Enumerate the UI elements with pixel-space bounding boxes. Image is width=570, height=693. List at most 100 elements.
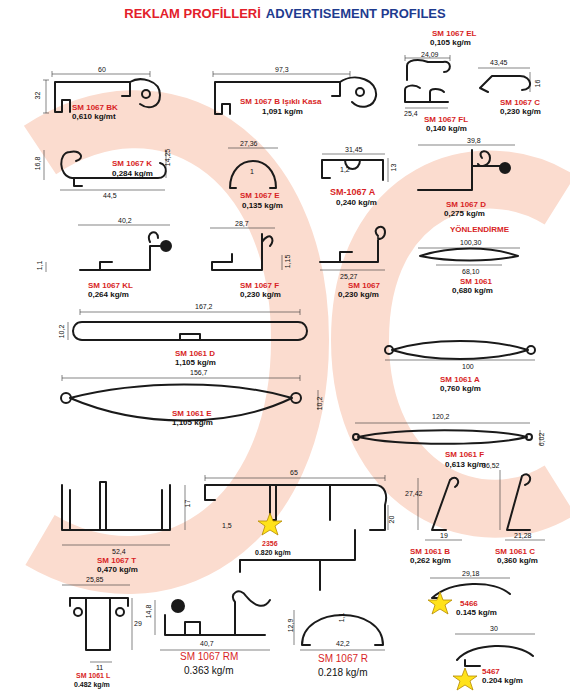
profile-sections [527, 346, 535, 354]
weight-value: 0,360 kg/m [497, 557, 538, 565]
dimension-lines [155, 600, 385, 650]
dimension-value: 25,4 [404, 110, 418, 117]
profile-sections [161, 241, 171, 251]
weight-value: 0.218 kg/m [318, 668, 367, 678]
profile-sections [80, 232, 160, 270]
weight-value: 0.145 kg/m [456, 609, 497, 617]
profile-code: SM 1067 FL [424, 116, 468, 124]
profile-sections [165, 591, 270, 635]
profile-code: 2356 [262, 540, 278, 547]
dimension-lines [62, 485, 185, 545]
profile-sections [70, 385, 292, 421]
weight-value: 0,240 kg/m [336, 199, 377, 207]
weight-value: 0,610 kg/mt [72, 113, 116, 121]
dimension-value: 10,2 [317, 397, 324, 411]
dimension-value: 25,85 [86, 576, 104, 583]
weight-value: 0.363 kg/m [184, 666, 233, 676]
profile-code: SM 1061 F [445, 451, 484, 459]
dimension-value: 14,25 [165, 149, 172, 167]
profile-code: SM 1067 KL [88, 282, 133, 290]
dimension-value: 28,7 [235, 220, 249, 227]
dimension-lines [418, 470, 545, 540]
dimension-lines [62, 585, 132, 662]
profile-code: SM 1061 E [172, 410, 212, 418]
dimension-value: 27,36 [240, 140, 258, 147]
dimension-lines [43, 55, 545, 662]
weight-value: 0,230 kg/m [500, 108, 541, 116]
weight-value: 0,105 kg/m [430, 39, 471, 47]
profile-sections [392, 341, 528, 359]
dimension-value: 6,02 [539, 433, 546, 447]
profile-code: SM 1067 E [240, 192, 280, 200]
dimension-lines [43, 71, 150, 113]
dimension-value: 14,8 [146, 605, 153, 619]
dimension-value: 1 [250, 168, 254, 175]
dimension-value: 17 [184, 500, 191, 508]
weight-value: 0.482 kg/m [74, 681, 110, 688]
dimension-value: 1,1 [338, 613, 345, 623]
profile-code: SM-1067 A [330, 188, 375, 197]
weight-value: 0,262 kg/m [410, 557, 451, 565]
dimension-value: 24,09 [421, 51, 439, 58]
profile-sections [74, 608, 82, 616]
dimension-lines [62, 375, 318, 410]
weight-value: 0,284 kg/m [112, 170, 153, 178]
weight-value: 0,680 kg/m [452, 287, 493, 295]
profile-code: SM 1061 [460, 278, 492, 286]
dimension-value: 65 [290, 469, 298, 476]
profile-code: SM 1061 B [410, 548, 450, 556]
profile-sections [172, 600, 184, 612]
profile-code: SM 1061 L [76, 672, 110, 679]
dimension-value: 29 [134, 620, 142, 627]
profile-sections [142, 90, 150, 98]
dimension-lines [68, 309, 300, 340]
profile-code: SM 1061 D [175, 350, 215, 358]
dimension-value: 120,2 [432, 413, 450, 420]
dimension-value: 11 [96, 664, 103, 671]
dimension-value: 100 [462, 363, 474, 370]
profile-sections [457, 646, 533, 666]
profile-sections [62, 482, 170, 530]
page-title: REKLAM PROFİLLERİ [124, 6, 261, 21]
new-star [453, 668, 477, 690]
dimension-value: 21,28 [514, 532, 532, 539]
weight-value: 0,230 kg/m [240, 291, 281, 299]
profile-sections [61, 152, 166, 186]
dimension-value: 32 [34, 92, 41, 100]
profile-code: SM 1061 A [440, 376, 480, 384]
dimension-lines [44, 150, 166, 190]
weight-value: 1,105 kg/m [175, 359, 216, 367]
profile-code: SM 1067 D [446, 201, 486, 209]
dimension-value: 97,3 [275, 66, 289, 73]
dimension-lines [46, 225, 385, 272]
weight-value: 0.204 kg/m [482, 677, 523, 685]
dimension-value: 16,8 [35, 157, 42, 171]
weight-value: 0,135 kg/m [242, 202, 283, 210]
dimension-value: 10,2 [59, 325, 66, 339]
dimension-value: 1,1 [36, 261, 43, 271]
dimension-value: 12,9 [288, 619, 295, 633]
dimension-value: 42,2 [336, 640, 350, 647]
profile-sections [432, 584, 510, 598]
profile-code: SM 1061 C [495, 548, 535, 556]
profile-sections [405, 86, 448, 102]
dimension-value: 36,52 [482, 462, 500, 469]
dimension-value: 1,5 [222, 522, 232, 529]
weight-value: 0,264 kg/m [88, 291, 129, 299]
page-subtitle: ADVERTISEMENT PROFILES [266, 6, 446, 21]
dimension-value: 52,4 [112, 548, 126, 555]
profile-sections [356, 88, 364, 96]
dimension-value: 1,2 [340, 166, 350, 173]
profile-sections [55, 79, 160, 112]
dimension-value: 40,7 [200, 640, 214, 647]
profile-code: SM 1067 RM [180, 652, 238, 662]
profile-sections [212, 234, 272, 270]
profile-sections [407, 60, 450, 80]
profile-code: SM 1067 F [240, 282, 279, 290]
weight-value: 0,613 kg/m [445, 461, 486, 469]
dimension-lines [478, 68, 530, 92]
dimension-value: 16 [534, 80, 541, 88]
profile-code: SM 1067 [348, 282, 380, 290]
dimension-value: 43,45 [490, 59, 508, 66]
new-star [258, 513, 477, 690]
